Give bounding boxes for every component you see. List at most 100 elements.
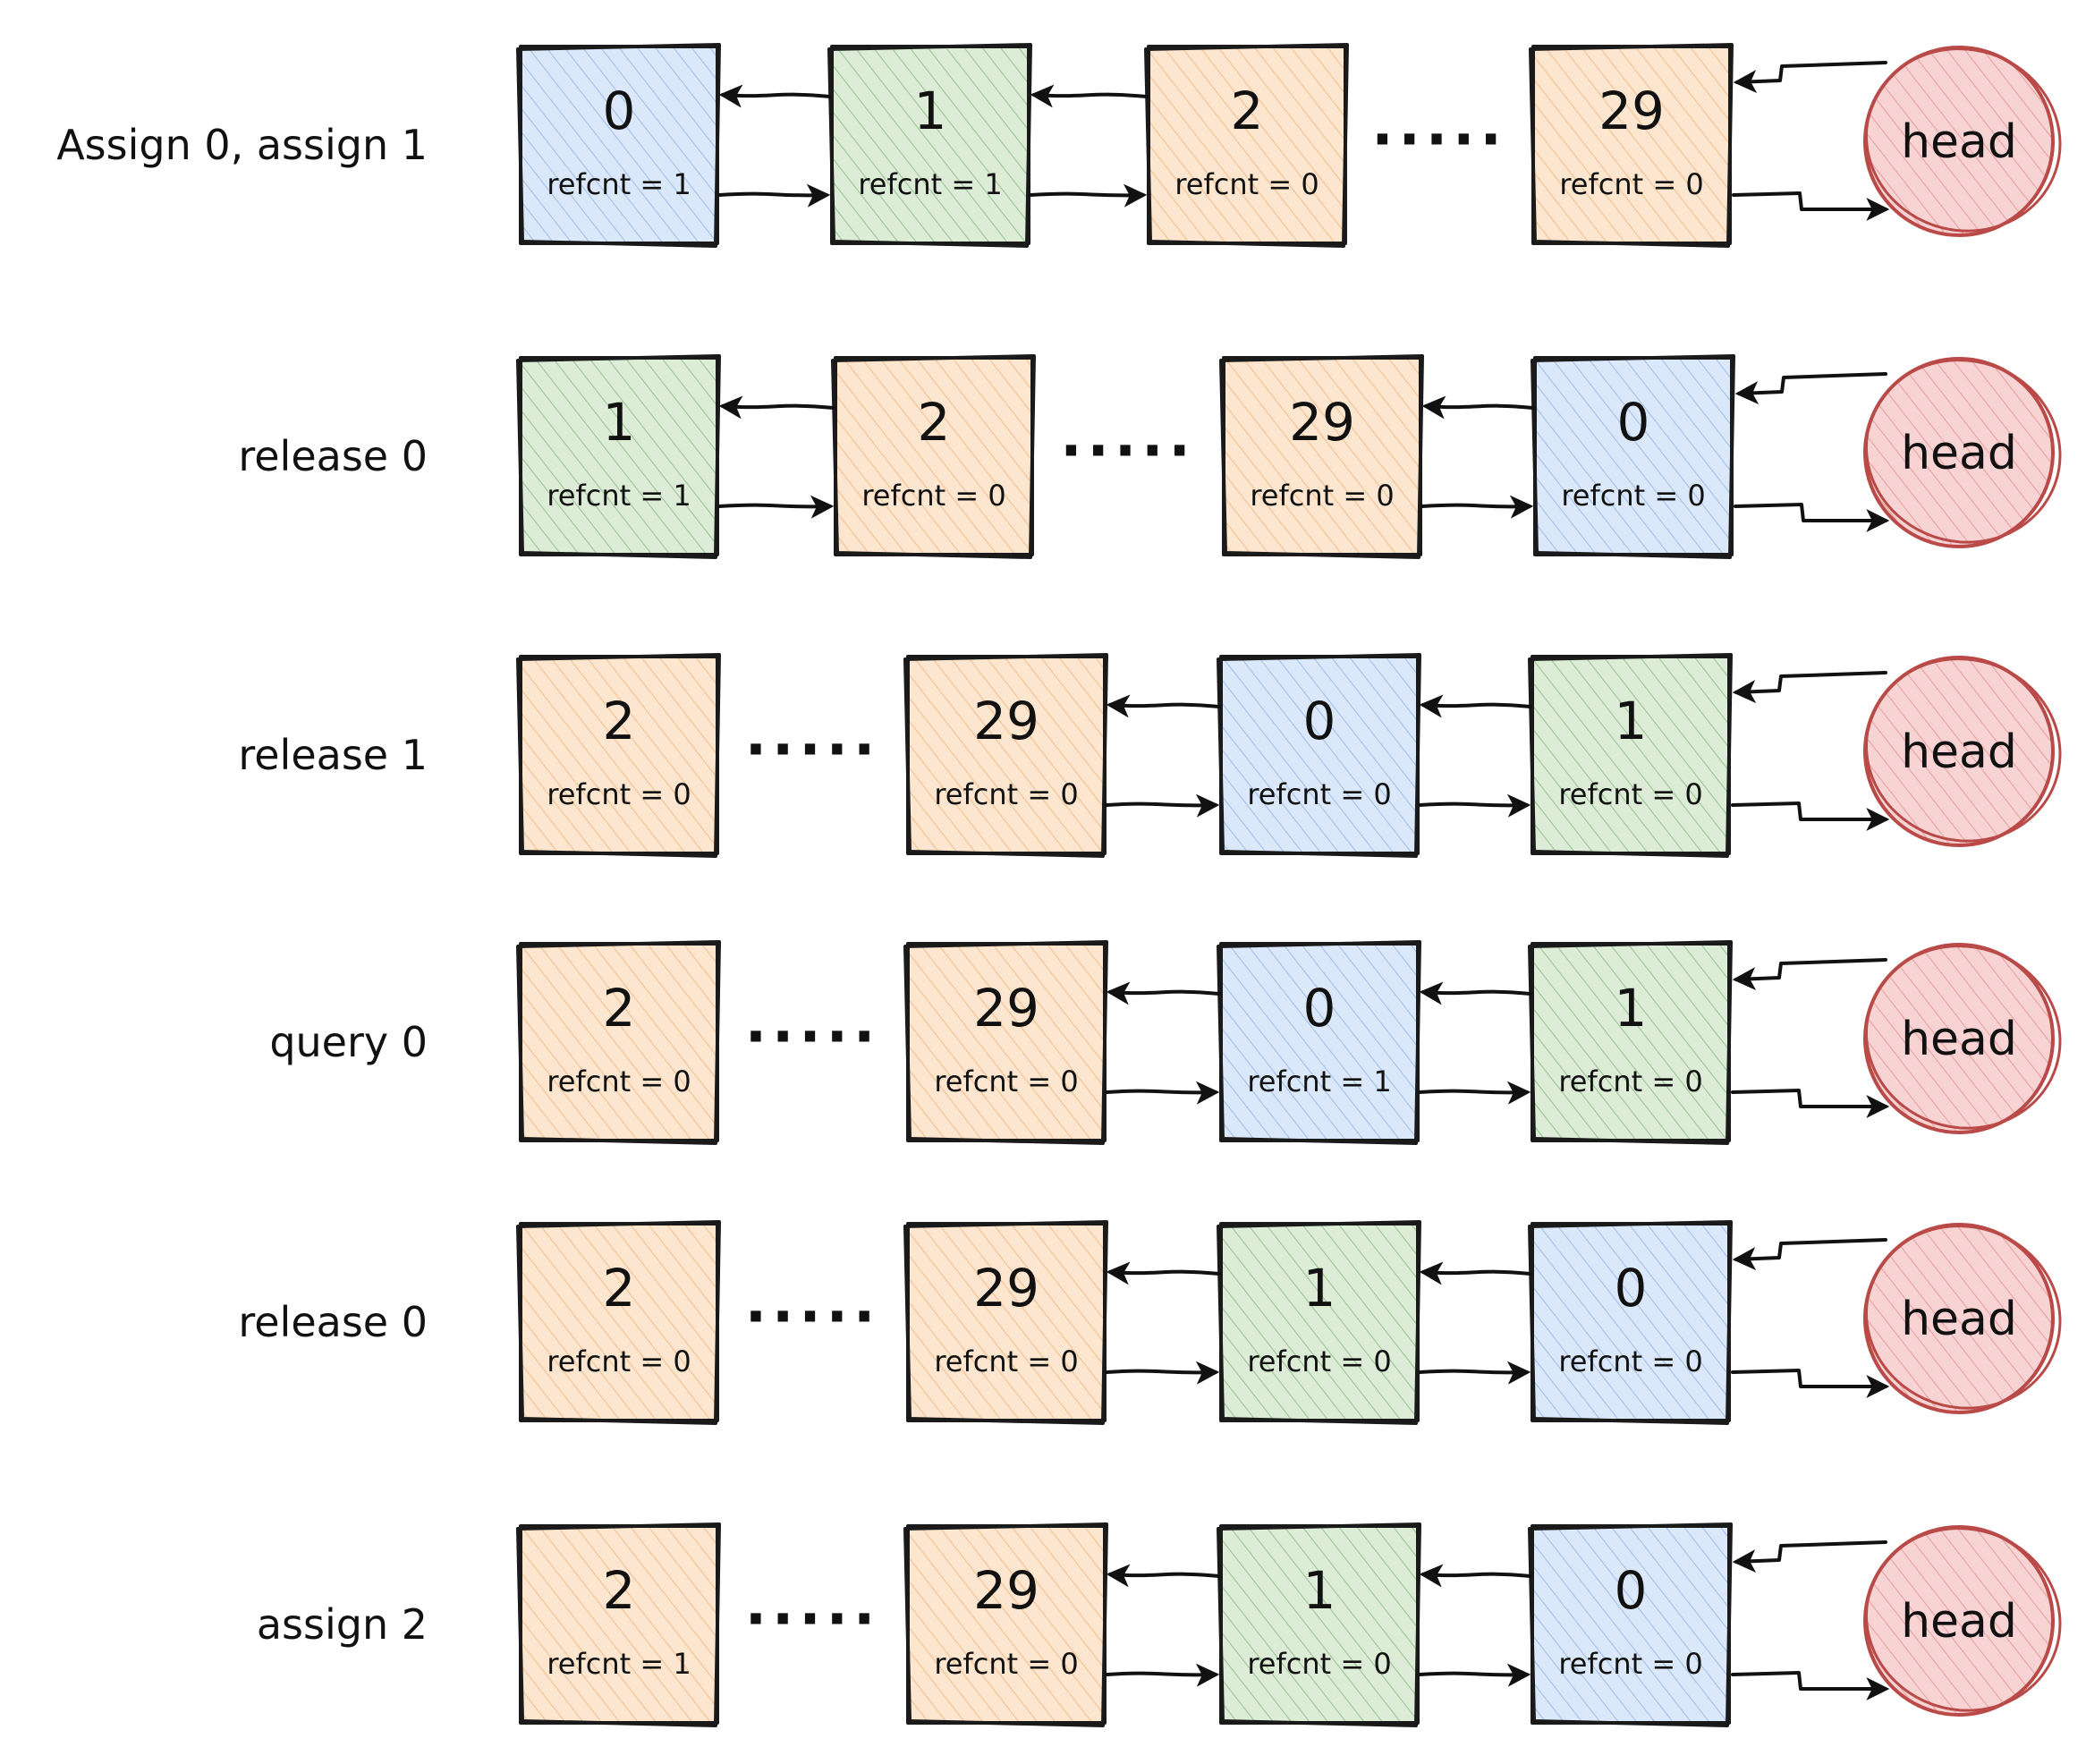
node-border-sketch	[516, 940, 721, 1145]
list-node: 0 refcnt = 1	[1217, 940, 1421, 1145]
ellipsis-gap: ·····	[745, 717, 881, 784]
prev-arrow	[1419, 1564, 1532, 1588]
next-arrow	[1105, 1663, 1220, 1687]
node-id: 0	[603, 81, 636, 141]
list-node: 29 refcnt = 0	[903, 653, 1108, 858]
head-prev-arrow	[1732, 671, 1887, 704]
next-arrow	[1418, 1663, 1531, 1687]
node-fill	[1221, 944, 1418, 1141]
head-label: head	[1901, 725, 2017, 779]
head-circle-sketch	[1864, 657, 2062, 843]
head-circle-sketch	[1864, 359, 2062, 544]
node-id: 1	[1615, 978, 1648, 1039]
node-id: 2	[1231, 81, 1264, 141]
ellipsis-gap: ·····	[1060, 419, 1196, 485]
head-node: head	[1863, 357, 2062, 548]
head-circle-sketch	[1864, 945, 2062, 1130]
head-label: head	[1901, 1013, 2017, 1066]
node-id: 29	[1598, 81, 1665, 141]
head-circle	[1863, 943, 2055, 1134]
head-prev-arrow	[1733, 61, 1887, 94]
node-refcnt: refcnt = 0	[934, 1344, 1078, 1378]
node-id: 1	[1615, 691, 1648, 751]
next-arrow	[1105, 1361, 1220, 1385]
node-border-sketch	[1217, 1522, 1421, 1727]
node-border-sketch	[516, 1220, 721, 1425]
node-border-sketch	[831, 354, 1036, 559]
node-fill	[521, 944, 717, 1141]
head-next-arrow	[1731, 1369, 1890, 1398]
ellipsis-gap: ·····	[745, 1005, 881, 1071]
prev-arrow	[1106, 694, 1221, 718]
head-circle	[1863, 46, 2055, 237]
node-refcnt: refcnt = 0	[1558, 1647, 1702, 1681]
node-border-sketch	[1528, 940, 1733, 1145]
node-id: 0	[1303, 691, 1336, 751]
node-id: 0	[1615, 1258, 1648, 1319]
node-fill	[521, 358, 717, 555]
node-fill	[521, 47, 717, 243]
node-fill	[1532, 1526, 1729, 1723]
node-refcnt: refcnt = 1	[547, 167, 691, 201]
node-id: 29	[973, 691, 1039, 751]
node-id: 0	[1303, 978, 1336, 1039]
node-refcnt: refcnt = 0	[1558, 1344, 1702, 1378]
node-id: 1	[603, 392, 636, 453]
next-arrow	[1418, 793, 1531, 818]
prev-arrow	[1419, 981, 1532, 1005]
node-border-sketch	[1531, 354, 1735, 559]
node-border-sketch	[1217, 940, 1421, 1145]
next-arrow	[1105, 1081, 1220, 1105]
node-border-sketch	[1529, 43, 1734, 248]
node-border-sketch	[903, 940, 1108, 1145]
head-next-arrow	[1734, 503, 1890, 532]
head-node: head	[1863, 1223, 2062, 1414]
node-refcnt: refcnt = 0	[547, 1064, 691, 1098]
node-id: 29	[973, 978, 1039, 1039]
node-border-sketch	[827, 43, 1032, 248]
next-arrow	[717, 495, 835, 519]
head-next-arrow	[1731, 1089, 1890, 1118]
node-fill	[521, 657, 717, 853]
node-refcnt: refcnt = 0	[1558, 777, 1702, 811]
node-fill	[521, 1526, 717, 1723]
node-refcnt: refcnt = 0	[1250, 479, 1394, 513]
node-fill	[832, 47, 1029, 243]
node-refcnt: refcnt = 0	[934, 777, 1078, 811]
next-arrow	[1105, 793, 1220, 818]
head-label: head	[1901, 427, 2017, 480]
node-border-sketch	[1528, 1522, 1733, 1727]
node-border-sketch	[1144, 43, 1349, 248]
node-border-sketch	[1528, 1220, 1733, 1425]
head-node: head	[1863, 943, 2062, 1134]
prev-arrow	[1419, 694, 1532, 718]
head-prev-arrow	[1734, 372, 1887, 405]
node-id: 1	[914, 81, 947, 141]
node-id: 2	[603, 978, 636, 1039]
node-refcnt: refcnt = 0	[861, 479, 1005, 513]
node-id: 2	[603, 1560, 636, 1621]
node-id: 1	[1303, 1560, 1336, 1621]
node-border-sketch	[903, 653, 1108, 858]
head-circle	[1863, 1223, 2055, 1414]
list-node: 0 refcnt = 1	[516, 43, 721, 248]
head-circle	[1863, 1525, 2055, 1717]
node-border-sketch	[1217, 1220, 1421, 1425]
node-refcnt: refcnt = 0	[547, 1344, 691, 1378]
node-refcnt: refcnt = 1	[1247, 1064, 1391, 1098]
node-border-sketch	[903, 1522, 1108, 1727]
node-id: 1	[1303, 1258, 1336, 1319]
node-id: 2	[603, 691, 636, 751]
row-label: release 0	[238, 1298, 428, 1346]
